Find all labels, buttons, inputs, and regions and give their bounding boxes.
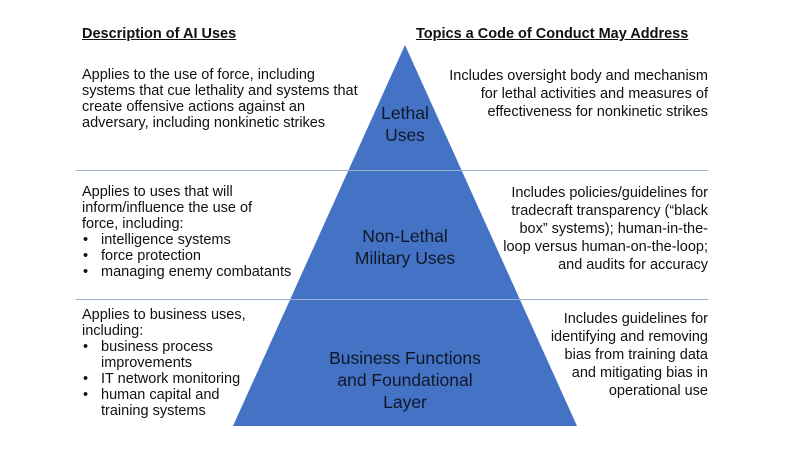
description-intro: Applies to business uses, including:: [82, 307, 246, 339]
tier-label-lethal-uses: Lethal Uses: [350, 102, 460, 146]
tier-divider-upper: [76, 170, 708, 171]
tier-label-line: Business Functions: [329, 348, 481, 368]
description-non-lethal-uses: Applies to uses that will inform/influen…: [82, 184, 292, 280]
tier-label-line: Layer: [383, 392, 427, 412]
tier-label-non-lethal-military-uses: Non-Lethal Military Uses: [320, 225, 490, 269]
topics-business-functions: Includes guidelines for identifying and …: [550, 311, 708, 399]
tier-label-line: and Foundational: [337, 370, 473, 390]
description-bullet-list: business process improvements IT network…: [82, 339, 252, 419]
description-lethal-uses: Applies to the use of force, including s…: [82, 67, 372, 131]
tier-label-line: Uses: [385, 125, 425, 145]
tier-divider-lower: [76, 299, 708, 300]
bullet-item: force protection: [82, 248, 292, 264]
tier-label-line: Lethal: [381, 103, 429, 123]
description-bullet-list: intelligence systems force protection ma…: [82, 232, 292, 280]
tier-label-line: Non-Lethal: [362, 226, 448, 246]
pyramid-shape: [233, 45, 577, 426]
bullet-item: IT network monitoring: [82, 371, 252, 387]
topics-non-lethal-uses: Includes policies/guidelines for tradecr…: [503, 185, 708, 273]
header-description-of-ai-uses: Description of AI Uses: [82, 26, 237, 42]
description-text: Applies to the use of force, including s…: [82, 67, 358, 131]
bullet-item: managing enemy combatants: [82, 264, 292, 280]
header-code-of-conduct-topics: Topics a Code of Conduct May Address: [416, 26, 689, 42]
bullet-item: human capital and training systems: [82, 387, 252, 419]
tier-label-line: Military Uses: [354, 248, 456, 268]
bullet-item: intelligence systems: [82, 232, 292, 248]
bullet-item: business process improvements: [82, 339, 252, 371]
description-intro: Applies to uses that will inform/influen…: [82, 184, 253, 232]
topics-lethal-uses: Includes oversight body and mechanism fo…: [449, 68, 708, 120]
tier-label-business-functions: Business Functions and Foundational Laye…: [298, 347, 512, 413]
description-business-uses: Applies to business uses, including: bus…: [82, 307, 252, 419]
